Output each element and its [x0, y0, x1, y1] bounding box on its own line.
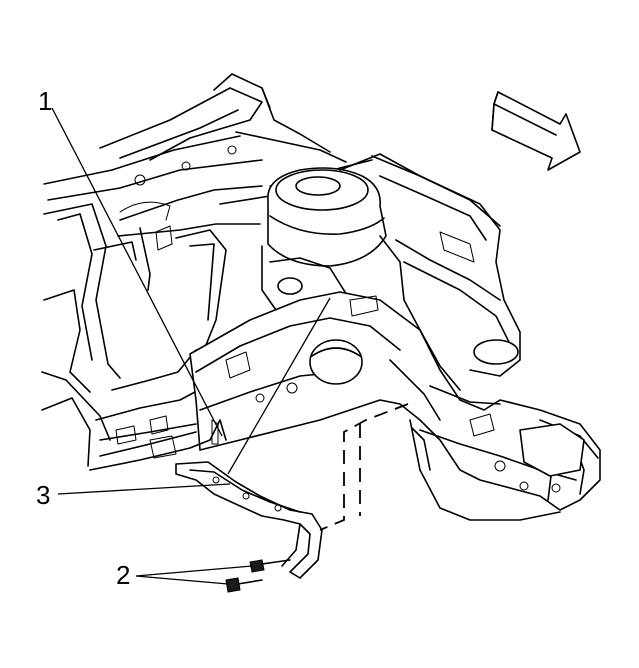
frame-rail [189, 291, 601, 521]
bracket-part-3 [175, 461, 323, 579]
inner-fender-right [371, 155, 521, 391]
callout-2-label: 2 [116, 560, 131, 590]
installation-guide-lines [319, 403, 409, 531]
leader-lines [51, 107, 331, 585]
bolt-part-2 [225, 559, 291, 593]
callout-3-label: 3 [36, 480, 51, 510]
front-direction-arrow-icon [491, 91, 581, 171]
strut-tower [261, 153, 501, 311]
lower-body-structure [89, 419, 227, 471]
callout-1-label: 1 [38, 86, 53, 116]
